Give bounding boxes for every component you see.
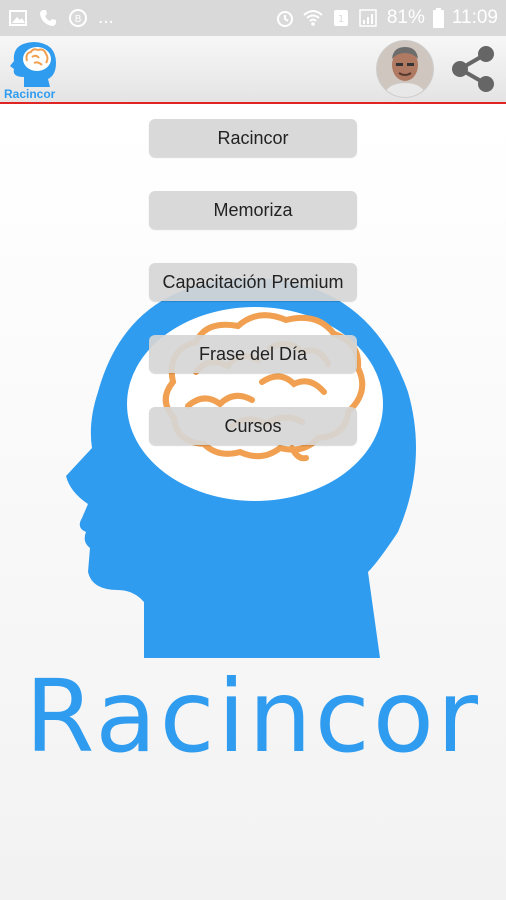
alarm-icon xyxy=(276,11,293,27)
avatar[interactable] xyxy=(376,40,434,98)
share-icon[interactable] xyxy=(446,42,500,96)
menu-frase-del-dia-button[interactable]: Frase del Día xyxy=(149,335,357,373)
svg-text:1: 1 xyxy=(338,14,344,25)
wifi-icon xyxy=(303,10,323,26)
brand-wordmark: Racincor xyxy=(25,658,481,775)
status-bar-right: 1 81% 11:09 xyxy=(275,7,498,29)
status-bar-left: B ... xyxy=(8,7,114,29)
phone-icon xyxy=(40,10,56,26)
svg-text:B: B xyxy=(75,14,82,25)
status-more: ... xyxy=(98,7,114,28)
battery-percent: 81% xyxy=(386,7,425,28)
signal-icon xyxy=(359,9,377,27)
app-bar: Racincor xyxy=(0,36,506,104)
menu-racincor-button[interactable]: Racincor xyxy=(149,119,357,157)
app-logo-text: Racincor xyxy=(4,87,56,101)
avatar-photo-icon xyxy=(377,41,433,97)
image-icon xyxy=(9,10,27,26)
b-circle-icon: B xyxy=(69,9,87,27)
racincor-head-logo xyxy=(66,278,416,658)
status-bar: B ... 1 81% 11:09 xyxy=(0,0,506,36)
data-icon: 1 xyxy=(333,10,348,26)
menu-capacitacion-premium-button[interactable]: Capacitación Premium xyxy=(149,263,357,301)
app-logo-icon[interactable] xyxy=(6,39,62,89)
battery-icon xyxy=(432,8,444,28)
menu-memoriza-button[interactable]: Memoriza xyxy=(149,191,357,229)
status-time: 11:09 xyxy=(451,7,498,28)
menu-cursos-button[interactable]: Cursos xyxy=(149,407,357,445)
